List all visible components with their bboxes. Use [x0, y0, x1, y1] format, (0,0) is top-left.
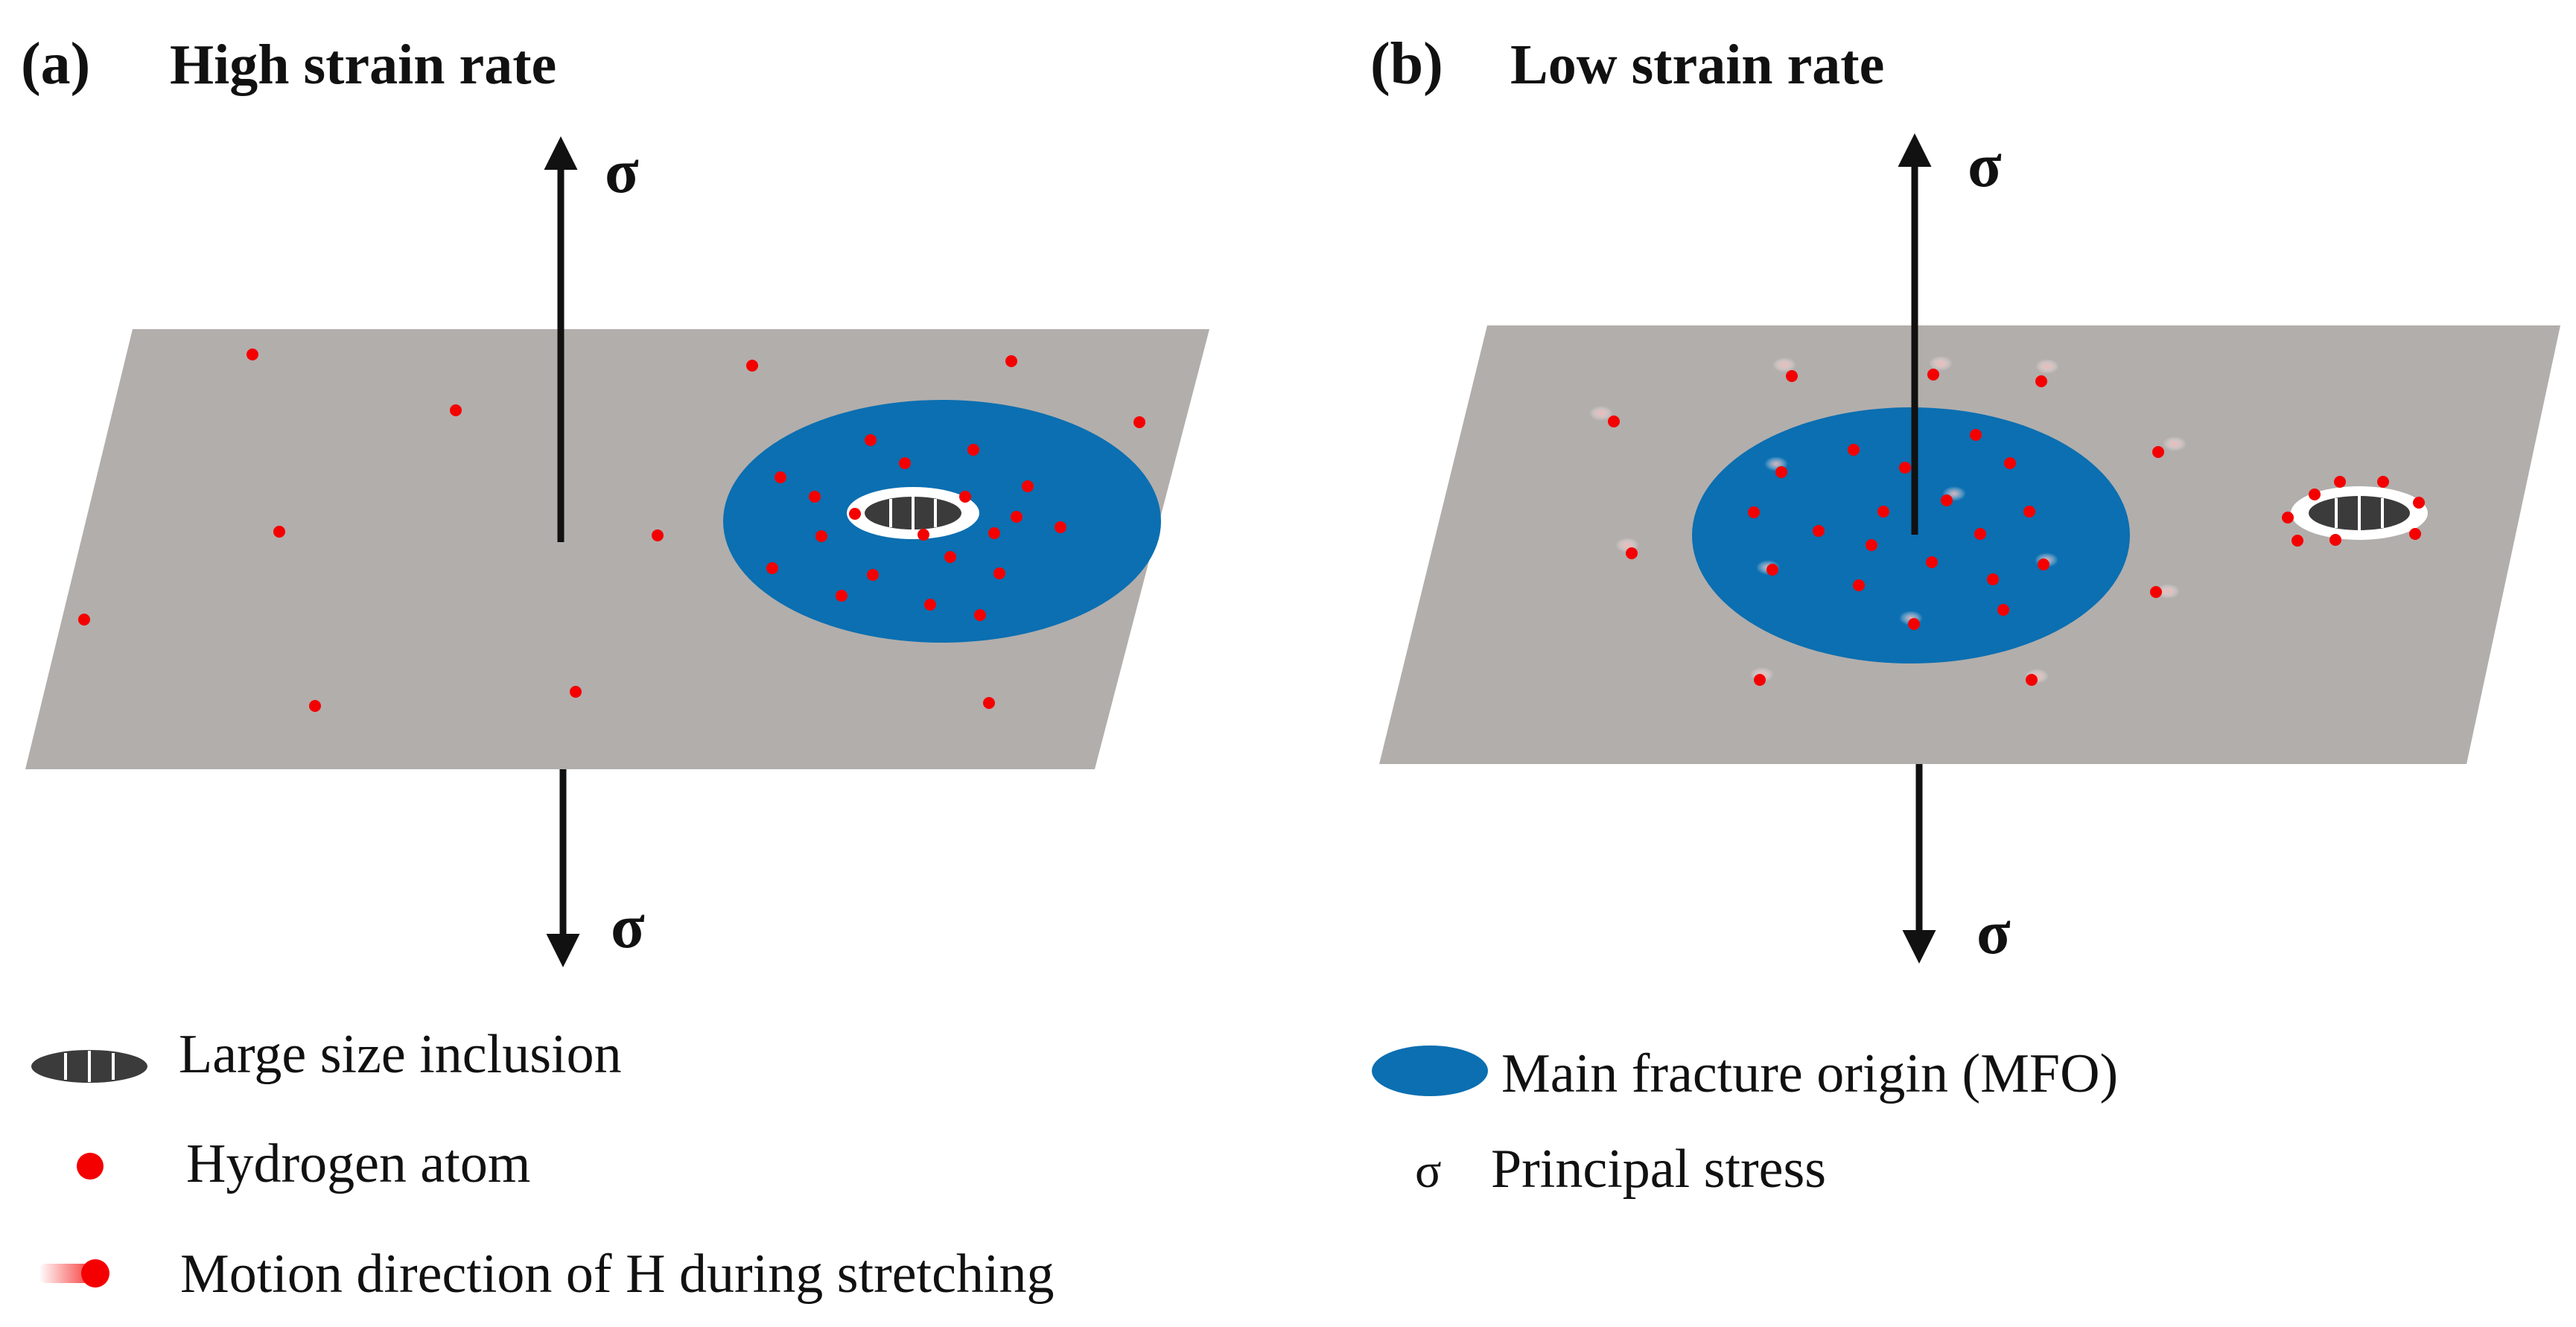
- panel-a-title: High strain rate: [170, 34, 556, 96]
- legend-sigma-symbol: σ: [1415, 1144, 1442, 1198]
- hydrogen-icon: [77, 1153, 104, 1180]
- mfo-b: [1692, 407, 2130, 664]
- legend-sigma: σ Principal stress: [1415, 1139, 1826, 1200]
- panel-b-title: Low strain rate: [1510, 34, 1884, 96]
- legend-hydrogen-label: Hydrogen atom: [186, 1133, 530, 1194]
- legend-mfo-label: Main fracture origin (MFO): [1501, 1043, 2118, 1104]
- panel-b: (b) Low strain rate: [1370, 31, 2560, 967]
- stress-arrows-b: [1898, 133, 1936, 964]
- mfo-icon: [1372, 1046, 1488, 1096]
- inclusion-a: [847, 487, 979, 539]
- sigma-bottom-b: σ: [1976, 898, 2011, 967]
- legend-principal-stress-label: Principal stress: [1491, 1139, 1826, 1200]
- legend-mfo: Main fracture origin (MFO): [1372, 1043, 2118, 1104]
- sigma-bottom-a: σ: [611, 892, 645, 961]
- stress-arrows-a: [544, 136, 580, 967]
- inclusion-b: [2291, 486, 2428, 540]
- legend-inclusion-label: Large size inclusion: [179, 1024, 622, 1085]
- legend-motion: Motion direction of H during stretching: [39, 1244, 1055, 1305]
- legend-motion-label: Motion direction of H during stretching: [180, 1244, 1055, 1305]
- inclusion-icon: [31, 1050, 147, 1083]
- panel-a: (a) High strain rate: [21, 31, 1209, 967]
- motion-trail-icon: [39, 1259, 109, 1288]
- panel-b-tag: (b): [1370, 31, 1443, 97]
- sigma-top-a: σ: [605, 137, 639, 206]
- hydrogen-atoms-b: [1608, 369, 2425, 686]
- sigma-top-b: σ: [1968, 131, 2002, 200]
- legend: Large size inclusion Hydrogen atom Motio…: [31, 1024, 2118, 1305]
- legend-hydrogen: Hydrogen atom: [77, 1133, 530, 1194]
- legend-inclusion: Large size inclusion: [31, 1024, 622, 1085]
- panel-a-tag: (a): [21, 31, 90, 97]
- hydrogen-atoms-a: [78, 349, 1145, 712]
